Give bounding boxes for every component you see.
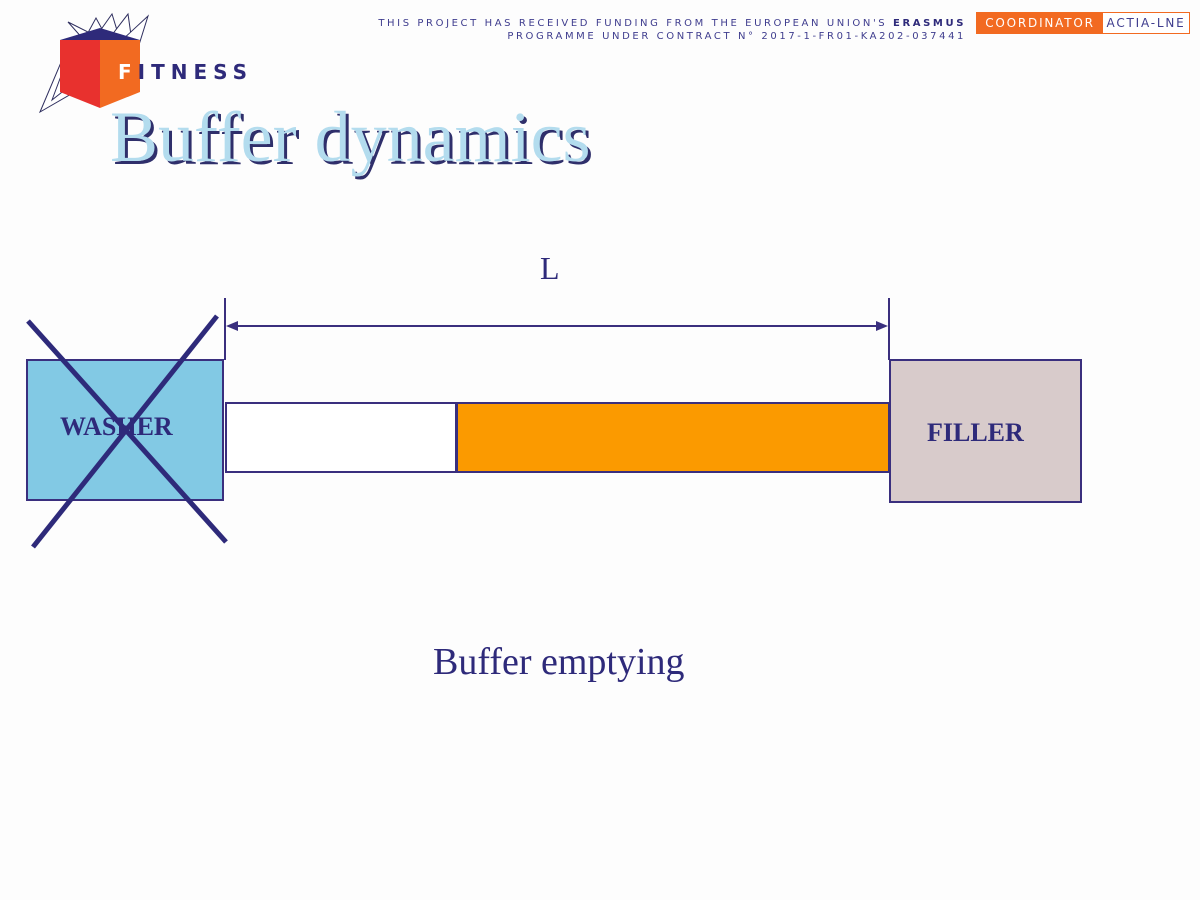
funding-line-1: THIS PROJECT HAS RECEIVED FUNDING FROM T… xyxy=(378,17,966,30)
filler-box xyxy=(889,359,1082,503)
coordinator-label: COORDINATOR xyxy=(977,13,1103,33)
slide-title: Buffer dynamics xyxy=(110,97,591,177)
buffer-filled-section xyxy=(456,402,890,473)
coordinator-badge: COORDINATOR ACTIA-LNE xyxy=(976,12,1190,34)
buffer-empty-section xyxy=(225,402,457,473)
coordinator-name: ACTIA-LNE xyxy=(1103,13,1189,33)
wordmark-rest: ITNESS xyxy=(137,60,254,84)
funding-erasmus: ERASMUS xyxy=(893,18,966,29)
filler-label: FILLER xyxy=(927,418,1024,447)
wordmark-first-letter: F xyxy=(118,60,138,84)
funding-notice: THIS PROJECT HAS RECEIVED FUNDING FROM T… xyxy=(378,17,966,43)
fitness-wordmark: FITNESS xyxy=(118,60,253,84)
funding-line-1-text: THIS PROJECT HAS RECEIVED FUNDING FROM T… xyxy=(378,18,888,29)
fitness-logo-icon xyxy=(38,12,150,114)
length-label: L xyxy=(540,250,560,286)
diagram-caption: Buffer emptying xyxy=(433,641,685,683)
funding-line-2: PROGRAMME UNDER CONTRACT N° 2017-1-FR01-… xyxy=(507,31,966,42)
